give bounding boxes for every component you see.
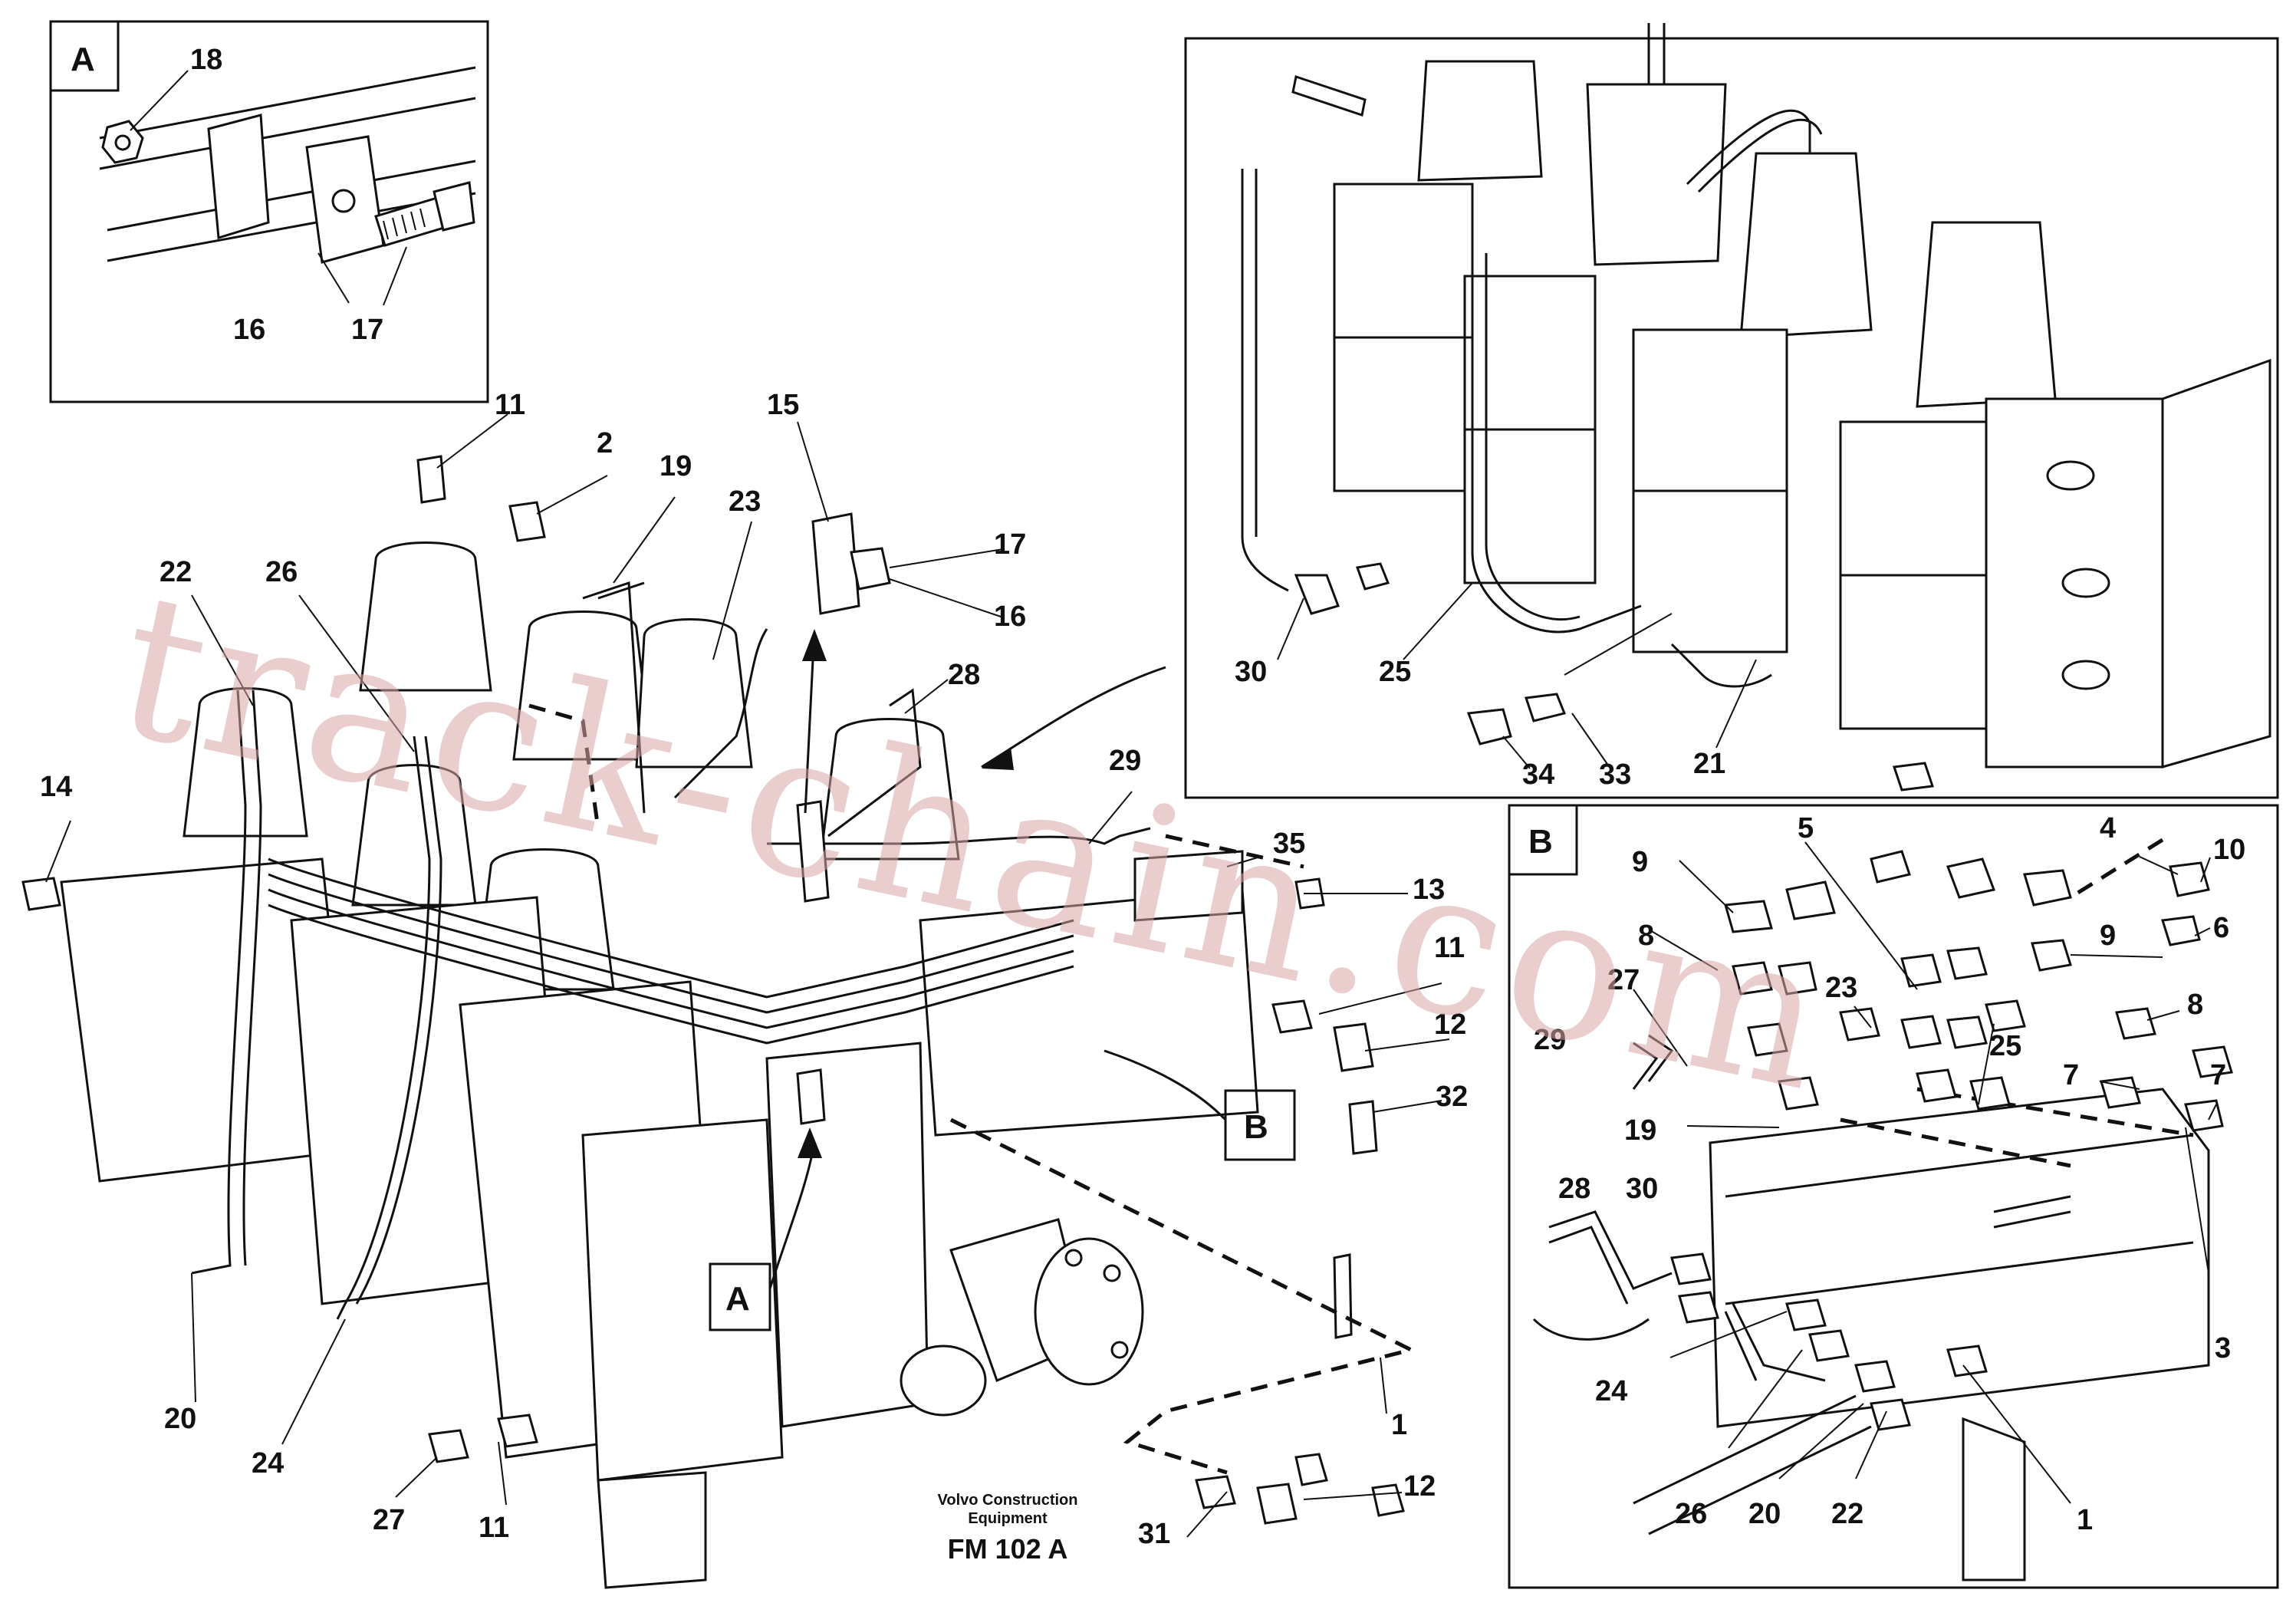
figure-id: FM 102 A <box>948 1533 1068 1565</box>
callout-21: 21 <box>1693 748 1725 780</box>
publisher-block: Volvo Construction Equipment FM 102 A <box>938 1492 1078 1565</box>
callout-31: 31 <box>1138 1518 1170 1550</box>
publisher-line-2: Equipment <box>968 1510 1048 1527</box>
callout-1: 1 <box>1391 1409 1407 1441</box>
callout-23: 23 <box>729 485 761 518</box>
detail-frame-a: A 18 16 17 <box>49 20 489 403</box>
callout-26: 26 <box>265 556 298 588</box>
callout-10: 10 <box>2213 834 2245 866</box>
main-valve-assembly: A B 11 2 19 23 15 17 16 22 26 28 14 29 3… <box>21 389 1468 1589</box>
callout-24: 24 <box>252 1447 284 1479</box>
callout-23: 23 <box>1825 972 1857 1004</box>
callout-13: 13 <box>1413 874 1445 906</box>
callout-8: 8 <box>1638 920 1654 952</box>
callout-4: 4 <box>2100 812 2116 844</box>
callout-19: 19 <box>660 450 692 482</box>
callout-16: 16 <box>994 601 1026 633</box>
callout-9: 9 <box>1632 846 1648 878</box>
callout-9: 9 <box>2100 920 2116 952</box>
callout-2: 2 <box>597 427 613 459</box>
callout-22: 22 <box>1831 1498 1863 1530</box>
callout-27: 27 <box>1607 964 1640 996</box>
callout-30: 30 <box>1235 656 1267 688</box>
detail-frame-a-label: A <box>71 41 95 78</box>
callout-29: 29 <box>1534 1024 1566 1056</box>
callout-26: 26 <box>1675 1498 1707 1530</box>
callout-18: 18 <box>190 44 222 76</box>
callout-20: 20 <box>1748 1498 1781 1530</box>
callout-16: 16 <box>233 314 265 346</box>
callout-19: 19 <box>1624 1114 1656 1147</box>
reference-b-label: B <box>1244 1108 1268 1146</box>
callout-17: 17 <box>994 528 1026 561</box>
callout-25: 25 <box>1989 1030 2021 1062</box>
callout-12: 12 <box>1403 1470 1436 1502</box>
callout-11: 11 <box>479 1512 509 1544</box>
callout-5: 5 <box>1798 812 1814 844</box>
callout-6: 6 <box>2213 912 2229 944</box>
callout-30: 30 <box>1626 1173 1658 1205</box>
detail-frame-b-label: B <box>1528 823 1553 861</box>
callout-12: 12 <box>1434 1009 1466 1041</box>
callout-22: 22 <box>160 556 192 588</box>
publisher-line-1: Volvo Construction <box>938 1492 1078 1509</box>
callout-35: 35 <box>1273 828 1305 860</box>
callout-3: 3 <box>2215 1332 2231 1364</box>
callout-28: 28 <box>948 659 980 691</box>
callout-20: 20 <box>164 1403 196 1435</box>
callout-7: 7 <box>2210 1059 2226 1091</box>
callout-24: 24 <box>1595 1375 1627 1407</box>
detail-frame-valve-closeup: 30 25 34 33 21 <box>1184 23 2279 799</box>
callout-29: 29 <box>1109 745 1141 777</box>
callout-11: 11 <box>495 389 525 421</box>
callout-34: 34 <box>1522 759 1554 791</box>
callout-14: 14 <box>40 771 72 803</box>
callout-27: 27 <box>373 1504 405 1536</box>
callout-11: 11 <box>1434 932 1465 964</box>
callout-7: 7 <box>2063 1059 2079 1091</box>
callout-28: 28 <box>1558 1173 1590 1205</box>
callout-15: 15 <box>767 389 799 421</box>
callout-8: 8 <box>2187 989 2203 1021</box>
callout-25: 25 <box>1379 656 1411 688</box>
callout-33: 33 <box>1599 759 1631 791</box>
callout-17: 17 <box>351 314 383 346</box>
callout-32: 32 <box>1436 1081 1468 1113</box>
reference-a-label: A <box>725 1280 750 1318</box>
callout-1: 1 <box>2077 1504 2093 1536</box>
detail-frame-b: B <box>1508 804 2279 1589</box>
